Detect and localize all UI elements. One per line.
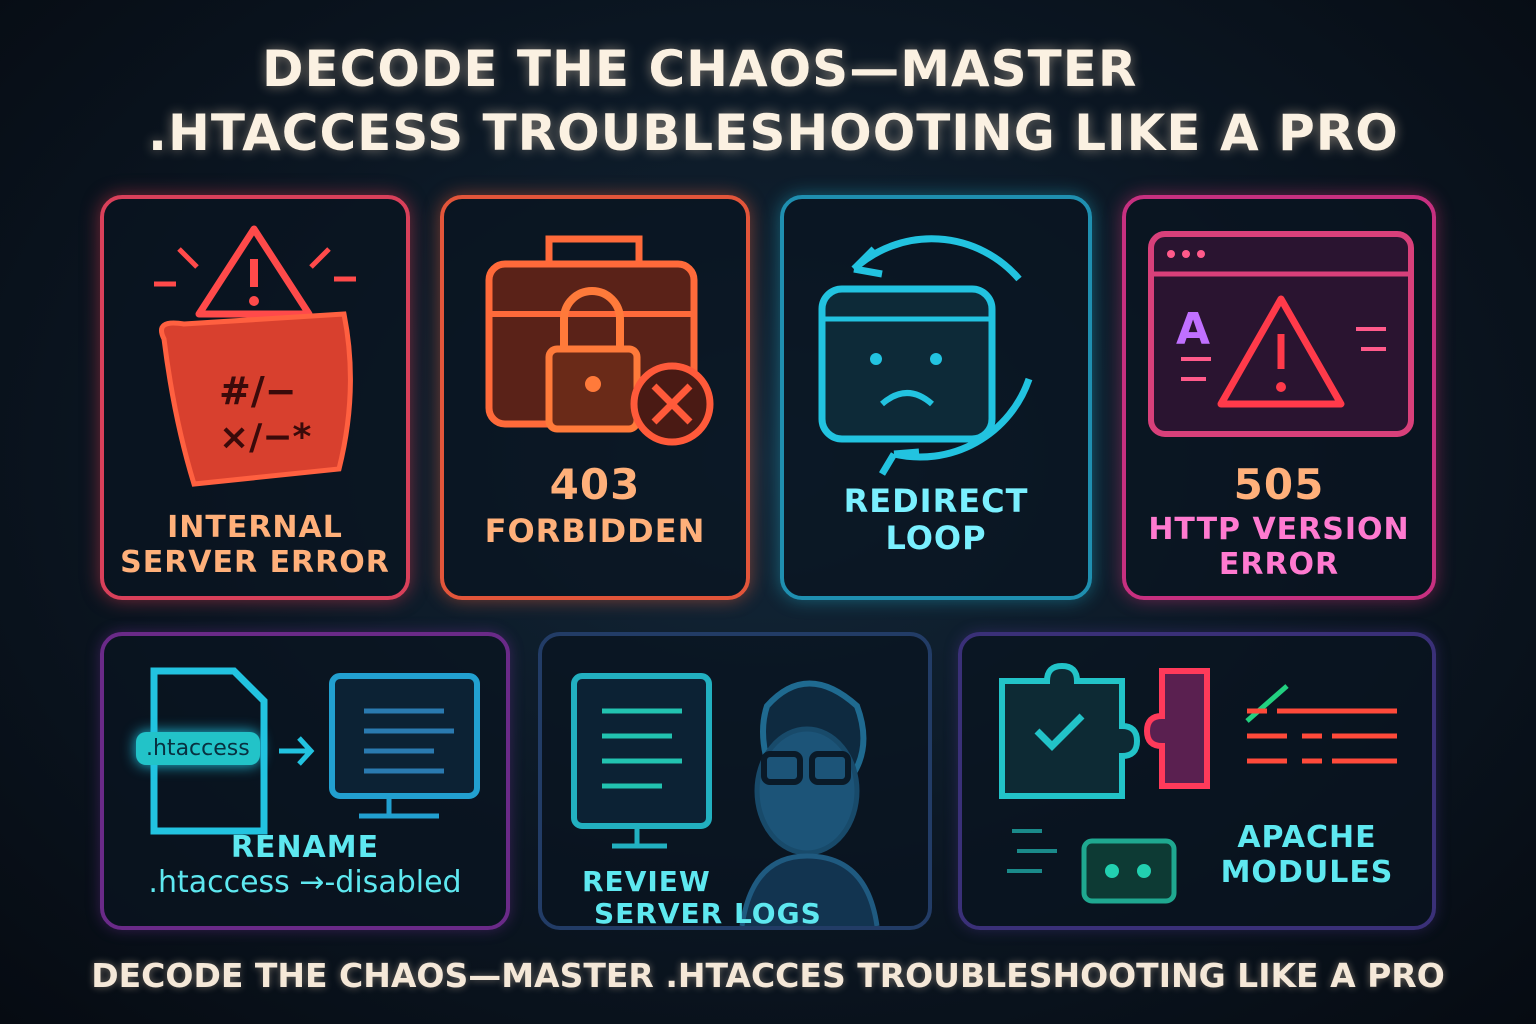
locked-briefcase-icon	[485, 235, 714, 446]
title-line-1: DECODE THE CHAOS—MASTER	[262, 40, 1138, 98]
step-label-1: RENAME.htaccess →-disabled	[148, 830, 462, 900]
svg-text:×/−*: ×/−*	[219, 417, 311, 458]
warning-scroll-icon: #/− ×/−*	[154, 225, 356, 487]
footer-caption: DECODE THE CHAOS—MASTER .HTACCES TROUBLE…	[91, 956, 1445, 995]
step-rename-htaccess: .htaccess RENAME.htaccess →-disabled	[100, 632, 510, 930]
redirect-loop-icon	[818, 235, 1033, 476]
file-to-monitor-icon	[150, 667, 480, 835]
svg-text:#/−: #/−	[219, 369, 297, 413]
card-code-403: 403	[549, 460, 641, 509]
title-line-2: .HTACCESS TROUBLESHOOTING LIKE A PRO	[148, 104, 1399, 162]
puzzle-modules-icon	[999, 662, 1397, 904]
browser-warning-icon: A	[1148, 231, 1414, 437]
card-403-forbidden: 403 FORBIDDEN	[440, 195, 750, 600]
svg-text:A: A	[1176, 304, 1210, 355]
log-monitor-and-developer-icon	[571, 673, 880, 926]
card-label-2: FORBIDDEN	[484, 512, 706, 550]
card-code-505: 505	[1233, 460, 1325, 509]
htaccess-file-badge: .htaccess	[136, 732, 260, 765]
